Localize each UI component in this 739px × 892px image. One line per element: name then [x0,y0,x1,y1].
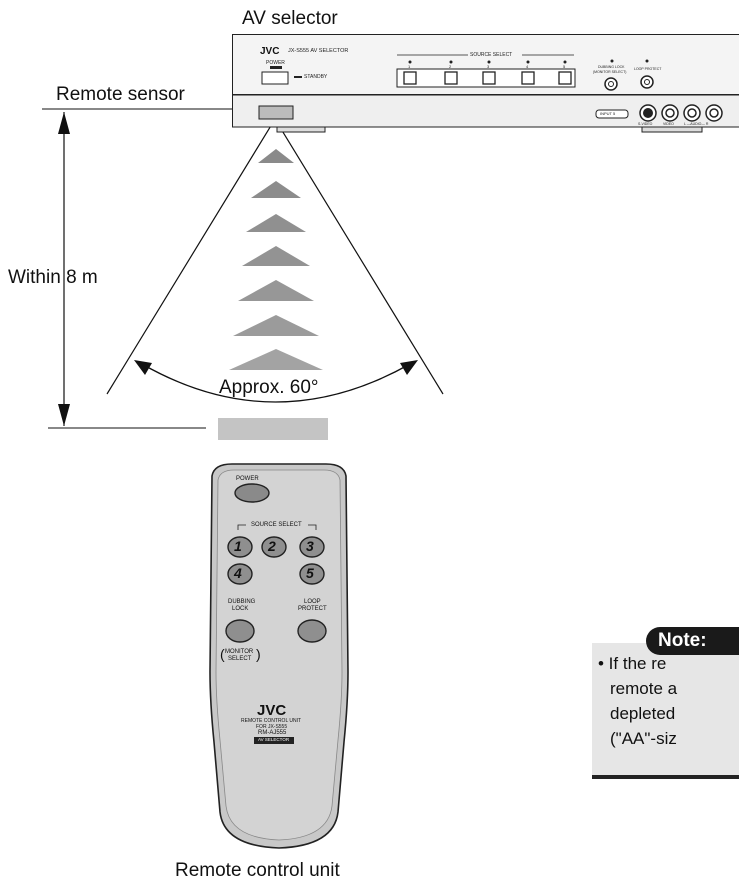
remote-body [209,463,349,849]
remote-caption-1: REMOTE CONTROL UNIT [241,718,302,724]
note-line-1: • If the re [598,654,667,673]
device-s-video-label: S-VIDEO [638,122,653,126]
note-box [592,643,739,779]
signal-beam [229,149,323,370]
remote-sensor-label: Remote sensor [56,84,185,105]
remote-button-2[interactable]: 2 [268,538,276,554]
remote-loop-label-1: LOOP [304,599,321,605]
distance-arrow-bottom [58,404,70,426]
angle-arc [141,363,411,403]
remote-loop-label-2: PROTECT [298,606,327,612]
remote-model: RM-AJ555 [258,730,287,736]
remote-button-4[interactable]: 4 [234,565,242,581]
device-standby-label: STANDBY [304,74,328,80]
remote-unit-label: Remote control unit [175,860,340,881]
angle-arrow-right [400,360,418,375]
av-selector-device: JVC JX-S555 AV SELECTOR POWER STANDBY SO… [232,34,739,133]
distance-label: Within 8 m [8,267,98,288]
device-source-2: 2 [449,64,452,69]
remote-power-label: POWER [236,476,259,482]
device-monitor-select-label: (MONITOR SELECT) [593,70,627,74]
remote-monitor-label-2: SELECT [228,656,252,662]
device-source-select-label: SOURCE SELECT [470,52,513,58]
device-model: JX-S555 AV SELECTOR [288,48,349,54]
remote-dubbing-label-1: DUBBING [228,599,256,605]
note-line-2: remote a [610,679,678,698]
cone-right-line [277,123,444,395]
device-source-5: 5 [563,64,566,69]
device-source-4: 4 [526,64,529,69]
remote-badge: AV SELECTOR [258,737,290,742]
device-loop-protect-label: LOOP PROTECT [634,67,662,71]
remote-source-select-label: SOURCE SELECT [251,522,302,528]
device-audio-label: L —AUDIO— R [684,122,709,126]
angle-label: Approx. 60° [219,377,319,398]
device-body [232,34,739,133]
remote-dubbing-label-2: LOCK [232,606,249,612]
remote-brand: JVC [257,702,287,719]
remote-monitor-label-1: MONITOR [225,649,254,655]
cone-left-line [106,123,273,395]
note-line-3: depleted [610,704,676,723]
remote-monitor-paren-close: ) [256,646,261,662]
device-input-label: INPUT 5 [600,111,616,116]
remote-button-5[interactable]: 5 [306,565,314,581]
device-dubbing-lock-label: DUBBING LOCK [598,65,625,69]
angle-arrow-left [134,360,152,375]
device-video-label: VIDEO [663,122,674,126]
remote-emitter-bar [218,418,328,440]
remote-control: POWER SOURCE SELECT 1 2 3 4 5 DUBBING LO… [204,462,354,852]
device-source-1: 1 [408,64,411,69]
remote-monitor-paren-open: ( [220,646,225,662]
device-brand: JVC [260,46,280,57]
device-power-label: POWER [266,60,285,66]
remote-button-3[interactable]: 3 [306,538,314,554]
note-line-4: ("AA"-siz [610,729,677,748]
remote-button-1[interactable]: 1 [234,538,242,554]
av-selector-label: AV selector [242,8,338,29]
device-source-3: 3 [487,64,490,69]
note-title: Note: [646,627,739,655]
remote-caption-2: FOR JX-S555 [256,724,288,730]
distance-arrow-top [58,112,70,134]
